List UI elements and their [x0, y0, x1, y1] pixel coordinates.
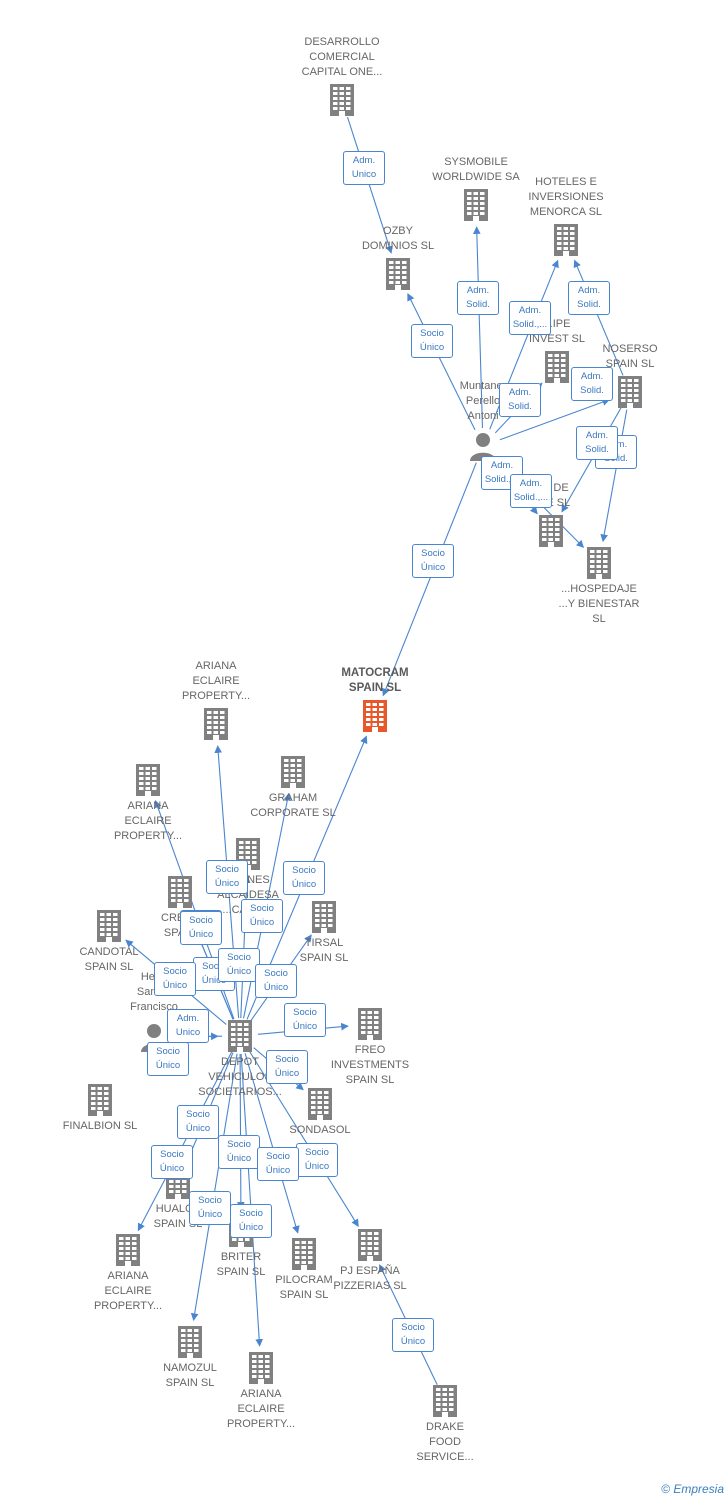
building-icon[interactable]: [87, 1084, 113, 1121]
building-icon[interactable]: [135, 764, 161, 801]
edge-label[interactable]: Adm. Solid.,...: [510, 474, 552, 508]
node-label-finalbion[interactable]: FINALBION SL: [62, 1120, 138, 1132]
edge-depot-ariana4: [240, 1053, 264, 1347]
edge-label[interactable]: Socio Único: [230, 1204, 272, 1238]
edge-label[interactable]: Adm. Solid.: [499, 383, 541, 417]
node-label-pjespana[interactable]: PJ ESPAÑA PIZZERIAS SL: [333, 1265, 407, 1292]
edge-label[interactable]: Socio Único: [206, 860, 248, 894]
edge-muntaner-ozby: [407, 293, 476, 431]
brand-watermark: © Empresia: [661, 1482, 724, 1496]
building-icon[interactable]: [586, 547, 612, 584]
node-label-muntaner[interactable]: Muntaner Perello Antoni: [459, 380, 507, 422]
building-icon[interactable]: [357, 1229, 383, 1266]
node-label-matocram[interactable]: MATOCRAM SPAIN SL: [341, 667, 409, 694]
building-icon[interactable]: [177, 1326, 203, 1363]
node-label-ozby[interactable]: OZBY DOMINIOS SL: [361, 225, 435, 252]
building-icon[interactable]: [432, 1385, 458, 1422]
edge-label[interactable]: Adm. Unico: [167, 1009, 209, 1043]
edge-label[interactable]: Adm. Solid.: [576, 426, 618, 460]
node-label-hospedaje[interactable]: ...HOSPEDAJE ...Y BIENESTAR SL: [558, 583, 640, 625]
building-icon[interactable]: [311, 901, 337, 938]
edge-label[interactable]: Socio Único: [218, 948, 260, 982]
edge-label[interactable]: Socio Único: [296, 1143, 338, 1177]
building-icon[interactable]: [362, 700, 388, 737]
building-icon[interactable]: [280, 756, 306, 793]
edge-label[interactable]: Socio Único: [284, 1003, 326, 1037]
edge-label[interactable]: Socio Único: [411, 324, 453, 358]
copyright-mark: ©: [661, 1482, 670, 1496]
node-label-noserso[interactable]: NOSERSO SPAIN SL: [602, 343, 658, 370]
node-label-candotal[interactable]: CANDOTAL SPAIN SL: [79, 946, 139, 973]
node-label-ariana2[interactable]: ARIANA ECLAIRE PROPERTY...: [113, 800, 183, 842]
edge-desarrollo-ozby: [346, 116, 393, 254]
edge-label[interactable]: Adm. Solid.: [457, 281, 499, 315]
node-label-sysmobile[interactable]: SYSMOBILE WORLDWIDE SA: [432, 156, 520, 183]
edge-muntaner-matocram: [382, 462, 477, 697]
node-label-pe_invest[interactable]: ...IPE INVEST SL: [528, 318, 586, 345]
building-icon[interactable]: [227, 1020, 253, 1057]
edge-label[interactable]: Socio Único: [177, 1105, 219, 1139]
edge-label[interactable]: Adm. Solid.,...: [509, 301, 551, 335]
building-icon[interactable]: [96, 910, 122, 947]
building-icon[interactable]: [291, 1238, 317, 1275]
edge-muntaner-sysmobile: [472, 226, 484, 429]
node-label-ariana1[interactable]: ARIANA ECLAIRE PROPERTY...: [181, 660, 251, 702]
edge-label[interactable]: Socio Único: [241, 899, 283, 933]
node-label-hoteles[interactable]: HOTELES E INVERSIONES MENORCA SL: [528, 176, 604, 218]
building-icon[interactable]: [307, 1088, 333, 1125]
building-icon[interactable]: [553, 224, 579, 261]
edge-label[interactable]: Socio Único: [255, 964, 297, 998]
node-label-briter[interactable]: BRITER SPAIN SL: [216, 1251, 266, 1278]
node-label-tirsal[interactable]: TIRSAL SPAIN SL: [299, 937, 349, 964]
edge-label[interactable]: Adm. Solid.: [571, 367, 613, 401]
building-icon[interactable]: [329, 84, 355, 121]
edge-label[interactable]: Socio Único: [180, 911, 222, 945]
building-icon[interactable]: [167, 876, 193, 913]
edge-label[interactable]: Socio Único: [154, 962, 196, 996]
edge-depot-namozul: [190, 1053, 238, 1322]
edge-noserso-hospedaje: [600, 409, 628, 543]
building-icon[interactable]: [617, 376, 643, 413]
node-label-pilocram[interactable]: PILOCRAM SPAIN SL: [275, 1274, 333, 1301]
edge-label[interactable]: Socio Único: [257, 1147, 299, 1181]
building-icon[interactable]: [385, 258, 411, 295]
edge-depot-ariana3: [137, 1051, 233, 1232]
node-label-freo[interactable]: FREO INVESTMENTS SPAIN SL: [330, 1044, 410, 1086]
node-label-depot[interactable]: DEPOT VEHICULOS SOCIETARIOS...: [198, 1056, 282, 1098]
edge-label[interactable]: Socio Único: [218, 1135, 260, 1169]
node-label-ariana4[interactable]: ARIANA ECLAIRE PROPERTY...: [226, 1388, 296, 1430]
building-icon[interactable]: [248, 1352, 274, 1389]
edge-label[interactable]: Socio Único: [283, 861, 325, 895]
node-label-drake[interactable]: DRAKE FOOD SERVICE...: [416, 1421, 474, 1463]
building-icon[interactable]: [203, 708, 229, 745]
edge-depot-pilocram: [244, 1053, 300, 1234]
brand-name: Empresia: [673, 1482, 724, 1496]
building-icon[interactable]: [115, 1234, 141, 1271]
node-label-desarrollo[interactable]: DESARROLLO COMERCIAL CAPITAL ONE...: [301, 36, 383, 78]
node-label-namozul[interactable]: NAMOZUL SPAIN SL: [163, 1362, 217, 1389]
edge-noserso-hoteles: [573, 259, 624, 376]
edge-label[interactable]: Socio Único: [151, 1145, 193, 1179]
edge-depot-briter: [237, 1053, 245, 1210]
edge-muntaner-noserso: [499, 398, 611, 441]
building-icon[interactable]: [544, 351, 570, 388]
node-label-ariana3[interactable]: ARIANA ECLAIRE PROPERTY...: [93, 1270, 163, 1312]
edge-label[interactable]: Socio Único: [189, 1191, 231, 1225]
edge-label[interactable]: Socio Único: [147, 1042, 189, 1076]
edge-label[interactable]: Socio Único: [266, 1050, 308, 1084]
edge-label[interactable]: Adm. Unico: [343, 151, 385, 185]
building-icon[interactable]: [463, 189, 489, 226]
node-label-graham[interactable]: GRAHAM CORPORATE SL: [250, 792, 336, 819]
edge-label[interactable]: Socio Único: [412, 544, 454, 578]
edge-label[interactable]: Adm. Solid.: [568, 281, 610, 315]
building-icon[interactable]: [357, 1008, 383, 1045]
building-icon[interactable]: [538, 515, 564, 552]
edge-label[interactable]: Socio Único: [392, 1318, 434, 1352]
